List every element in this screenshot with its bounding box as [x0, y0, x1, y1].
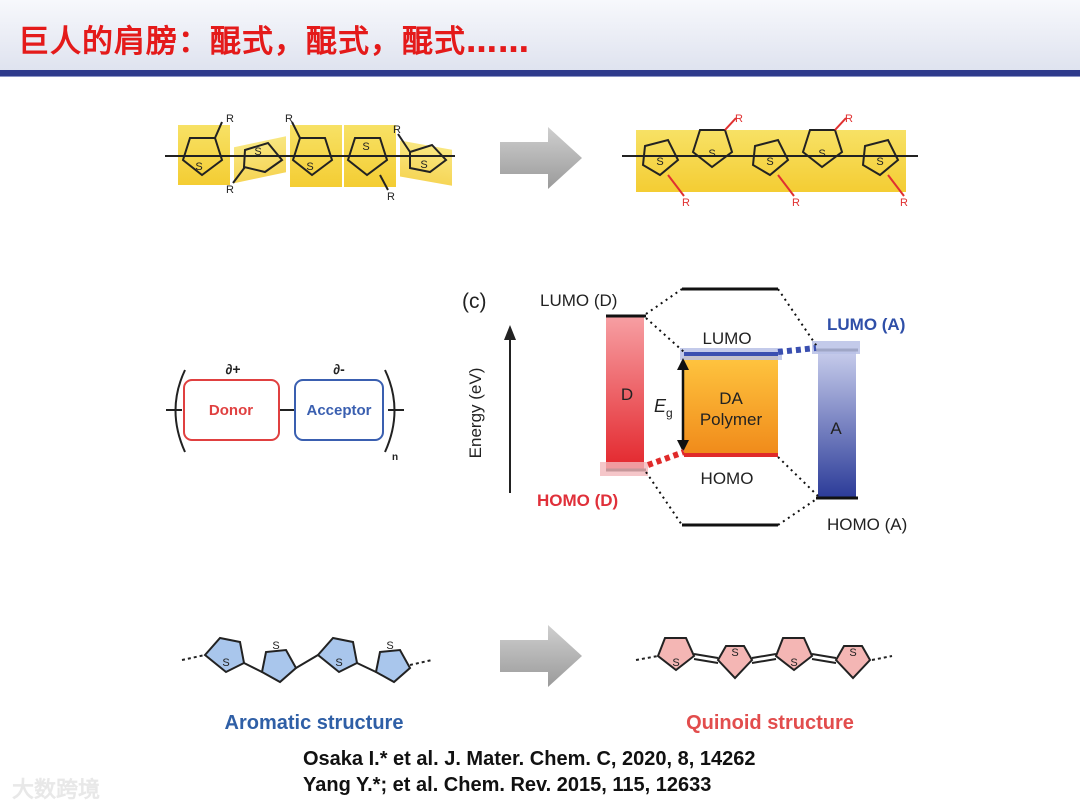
donor-homo-connector	[646, 449, 686, 468]
thiophene-ring	[801, 129, 844, 169]
bandgap-arrowhead-up	[677, 358, 689, 370]
planar-slab	[636, 130, 906, 192]
homo-d-label: HOMO (D)	[537, 491, 618, 510]
reference-1: Osaka I.* et al. J. Mater. Chem. C, 2020…	[303, 748, 756, 770]
header-rule-thin	[0, 76, 1080, 77]
r-group-label: R	[735, 113, 743, 125]
header-bar	[0, 0, 1080, 70]
header-rule	[0, 70, 1080, 76]
sulfur-label: S	[672, 657, 679, 669]
r-group-label: R	[900, 197, 908, 209]
thiophene-ring	[346, 137, 389, 177]
sulfur-label: S	[222, 657, 229, 669]
aromatic-label: Aromatic structure	[225, 712, 404, 734]
thiophene-ring	[409, 143, 448, 174]
planar-polythiophene: S S S S S R R R R R	[622, 113, 918, 209]
r-group-label: R	[792, 197, 800, 209]
slide-title: 巨人的肩膀：醌式，醌式，醌式……	[18, 24, 530, 60]
quinoid-label: Quinoid structure	[686, 712, 854, 734]
r-group-label: R	[387, 191, 395, 203]
acceptor-box	[294, 379, 384, 441]
watermark: 大数跨境	[12, 778, 101, 803]
quinoid-thiophene-ring	[656, 637, 696, 672]
sulfur-label: S	[708, 148, 715, 160]
aromatic-thiophene-ring	[316, 636, 359, 674]
sulfur-label: S	[876, 156, 883, 168]
sulfur-label: S	[766, 156, 773, 168]
energy-axis-arrowhead	[504, 325, 516, 340]
sulfur-label: S	[849, 647, 856, 659]
acceptor-label: Acceptor	[306, 402, 371, 419]
sulfur-label: S	[386, 640, 393, 652]
correlation-lines	[645, 288, 819, 526]
r-group-label: R	[682, 197, 690, 209]
thiophene-ring	[861, 138, 900, 177]
polymer-lumo-label: LUMO	[702, 329, 751, 348]
energy-axis-label: Energy (eV)	[466, 368, 485, 459]
da-polymer-line2: Polymer	[700, 410, 763, 429]
repeat-subscript: n	[392, 452, 398, 463]
sulfur-label: S	[818, 148, 825, 160]
r-group-label: R	[285, 113, 293, 125]
donor-label: Donor	[209, 402, 253, 419]
homo-a-label: HOMO (A)	[827, 515, 907, 534]
acceptor-lumo-connector	[777, 345, 817, 355]
transition-arrow-right	[500, 625, 582, 687]
quinoid-thiophene-ring	[716, 645, 754, 680]
donor-bar	[606, 315, 644, 470]
bandgap-arrowhead-down	[677, 440, 689, 452]
quinoid-thiophene-ring	[774, 637, 814, 672]
r-group-label: R	[845, 113, 853, 125]
sulfur-label: S	[272, 640, 279, 652]
panel-label: (c)	[462, 290, 487, 313]
r-group-label: R	[226, 113, 234, 125]
sulfur-label: S	[254, 146, 261, 158]
aromatic-structure: S S S S	[181, 636, 433, 684]
aromatic-thiophene-ring	[203, 636, 246, 674]
acceptor-bar	[818, 350, 856, 498]
planar-box	[234, 136, 286, 184]
quinoid-thiophene-ring	[834, 645, 872, 680]
da-polymer-line1: DA	[719, 389, 743, 408]
sulfur-label: S	[420, 159, 427, 171]
aromatic-thiophene-ring	[374, 648, 412, 684]
lumo-a-label: LUMO (A)	[827, 315, 905, 334]
energy-level-diagram: (c) Energy (eV) D LUMO (D) HOMO (D) A LU…	[462, 287, 907, 534]
aromatic-thiophene-ring	[260, 648, 298, 684]
transition-arrow-right	[500, 127, 582, 189]
thiophene-ring	[291, 137, 334, 177]
donor-box	[183, 379, 280, 441]
quinoid-structure: S S S S	[635, 637, 893, 680]
da-polymer-box	[684, 355, 778, 455]
twisted-polythiophene: S S S S S R R R R R	[165, 113, 455, 203]
sulfur-label: S	[195, 161, 202, 173]
thiophene-ring	[181, 137, 224, 177]
thiophene-ring	[641, 138, 680, 177]
sulfur-label: S	[790, 657, 797, 669]
donor-acceptor-unit: Donor Acceptor ∂+ ∂- n	[166, 361, 404, 463]
thiophene-ring	[242, 141, 284, 174]
sulfur-label: S	[731, 647, 738, 659]
reference-2: Yang Y.*; et al. Chem. Rev. 2015, 115, 1…	[303, 774, 712, 796]
acceptor-box-label: A	[830, 419, 842, 438]
acceptor-lumo-highlight	[812, 341, 860, 354]
acceptor-charge: ∂-	[333, 361, 345, 377]
donor-homo-highlight	[600, 462, 648, 476]
thiophene-ring	[751, 138, 790, 177]
thiophene-ring	[691, 129, 734, 169]
donor-charge: ∂+	[225, 361, 240, 377]
sulfur-label: S	[335, 657, 342, 669]
polymer-homo-label: HOMO	[701, 469, 754, 488]
donor-box-label: D	[621, 385, 633, 404]
sulfur-label: S	[306, 161, 313, 173]
sulfur-label: S	[362, 141, 369, 153]
sulfur-label: S	[656, 156, 663, 168]
r-group-label: R	[226, 184, 234, 196]
r-group-label: R	[393, 124, 401, 136]
bandgap-label: Eg	[654, 396, 673, 420]
lumo-d-label: LUMO (D)	[540, 291, 617, 310]
